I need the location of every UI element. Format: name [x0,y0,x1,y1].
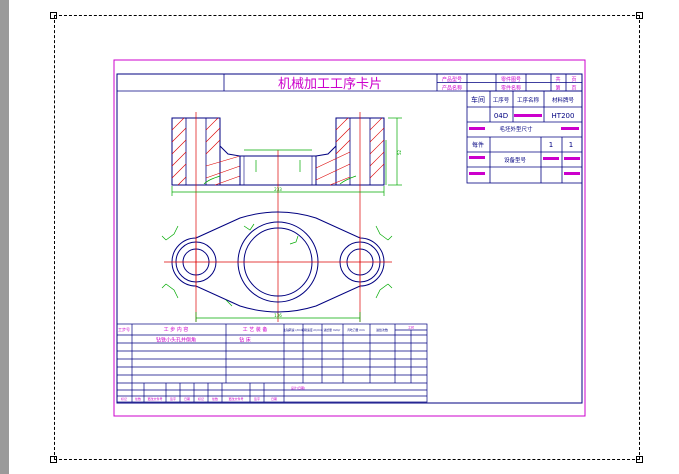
step-table [116,323,428,403]
col-equipment: 工 艺 装 备 [243,326,268,333]
corner-handle [636,12,643,19]
footer-label: 标记 [121,396,127,401]
col-passes: 进给次数 [376,327,388,332]
equipment-label: 设备型号 [504,156,527,164]
blank-size-label: 毛坯外型尺寸 [499,125,533,133]
dim-plan-width: 136 [274,313,282,318]
footer-design: 设计(日期) [291,385,305,390]
col-cut-speed: 切削速度 m/min [301,328,322,332]
card-title: 机械加工工序卡片 [278,77,382,92]
corner-handle [50,456,57,463]
equipment-no-bar [564,157,580,160]
blank-size-bar [561,127,579,130]
page-unit: 页 [571,86,576,92]
col-step-no: 工步号 [118,326,130,332]
step-no-value: 04D [494,112,508,120]
fixture-bar [564,172,580,175]
equipment-1: 钻 床 [239,337,251,344]
material-header: 材料牌号 [552,96,575,104]
equipment-no-bar [543,157,559,160]
total-label: 共 [555,76,560,83]
footer-label: 日期 [271,396,277,401]
process-info-block [466,90,583,184]
col-step-content: 工 步 内 容 [164,326,189,333]
product-model-label: 产品型号 [442,76,462,83]
col-feed: 进给量 mm/r [324,328,342,332]
step-name-header: 工序名称 [517,96,540,104]
footer-label: 更改文件号 [228,396,243,401]
parts-count-2: 1 [569,141,573,149]
part-name-label: 零件名称 [501,85,521,92]
step-no-header: 工序号 [493,96,510,104]
footer-label: 处数 [212,396,218,401]
blank-type-bar [469,127,485,130]
col-depth: 背吃刀量 mm [347,328,365,332]
left-scrollbar[interactable] [0,0,9,474]
part-model-label: 零件图号 [501,76,521,83]
sheet-frame [54,15,640,460]
footer-label: 更改文件号 [147,396,162,401]
corner-handle [50,12,57,19]
dim-height: 52 [397,149,402,155]
step-content-1: 钻铣小头孔并倒角 [156,337,196,344]
outer-border [113,59,586,417]
page-unit: 页 [571,77,576,83]
footer-label: 日期 [184,396,190,401]
parts-count: 1 [549,141,553,149]
footer-label: 签字 [170,396,176,401]
equipment-name-bar [469,156,485,159]
workshop-header: 车间 [471,95,485,104]
fixture-bar [469,172,485,175]
section-view: 233 52 [171,112,402,322]
plan-view: 136 [161,211,393,322]
material-value: HT200 [552,112,575,120]
page-label: 第 [555,85,560,92]
footer-labels: 标记 处数 更改文件号 签字 日期 标记 处数 更改文件号 签字 日期 [121,396,277,401]
footer-label: 签字 [254,396,260,401]
col-time: 工时 [408,325,414,330]
footer-label: 标记 [198,396,204,401]
corner-handle [636,456,643,463]
footer-label: 处数 [135,396,141,401]
dim-bottom-width: 233 [274,187,282,192]
parts-label: 每件 [472,141,484,149]
col-speed: 主轴转速 r/min [283,328,303,332]
inner-border [116,73,583,404]
step-name-value-bar [514,114,542,117]
product-name-label: 产品名称 [442,85,462,92]
